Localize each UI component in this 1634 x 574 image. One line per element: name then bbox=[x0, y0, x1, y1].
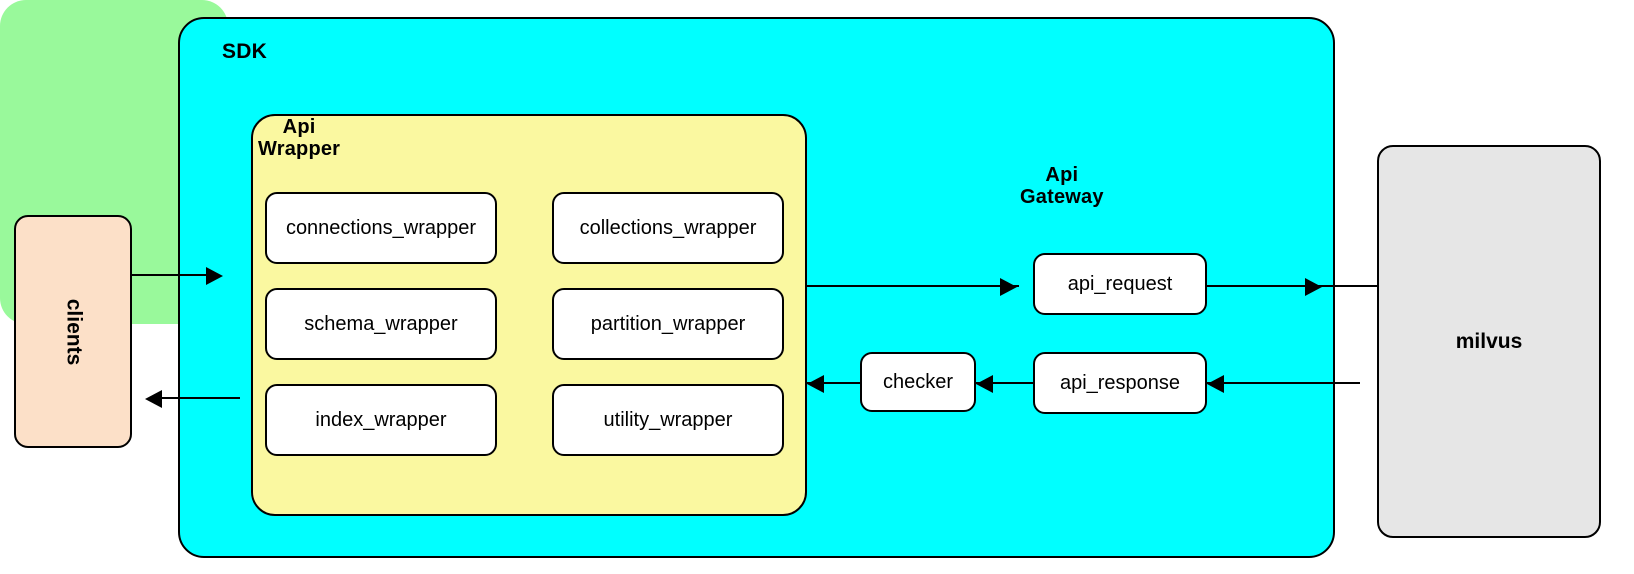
node-utility-wrapper[interactable]: utility_wrapper bbox=[552, 384, 784, 456]
edge-sdk-to-clients bbox=[162, 397, 240, 399]
arrowhead-milvus-to-api-response-icon bbox=[1207, 375, 1224, 393]
edge-api-response-to-checker bbox=[976, 382, 1033, 384]
arrowhead-sdk-to-clients-icon bbox=[145, 390, 162, 408]
node-collections-wrapper[interactable]: collections_wrapper bbox=[552, 192, 784, 264]
arrowhead-api-response-to-checker-icon bbox=[976, 375, 993, 393]
edge-milvus-to-api-response bbox=[1207, 382, 1360, 384]
node-schema-wrapper[interactable]: schema_wrapper bbox=[265, 288, 497, 360]
sdk-label: SDK bbox=[222, 40, 267, 63]
arrowhead-api-wrapper-to-gateway-icon bbox=[1000, 278, 1017, 296]
edge-api-wrapper-to-gateway bbox=[807, 285, 1019, 287]
node-partition-wrapper[interactable]: partition_wrapper bbox=[552, 288, 784, 360]
node-index-wrapper[interactable]: index_wrapper bbox=[265, 384, 497, 456]
api-wrapper-label: Api Wrapper bbox=[258, 116, 341, 161]
api-gateway-label: Api Gateway bbox=[1020, 164, 1104, 209]
node-api-request[interactable]: api_request bbox=[1033, 253, 1207, 315]
edge-api-request-to-milvus bbox=[1207, 285, 1377, 287]
arrowhead-checker-to-api-wrapper-icon bbox=[807, 375, 824, 393]
node-connections-wrapper[interactable]: connections_wrapper bbox=[265, 192, 497, 264]
edge-clients-to-sdk bbox=[132, 274, 212, 276]
node-checker[interactable]: checker bbox=[860, 352, 976, 412]
clients-label: clients bbox=[16, 217, 130, 446]
clients-node[interactable]: clients bbox=[14, 215, 132, 448]
arrowhead-api-request-to-milvus-icon bbox=[1305, 278, 1322, 296]
clients-label-text: clients bbox=[62, 298, 85, 365]
arrowhead-clients-to-sdk-icon bbox=[206, 267, 223, 285]
milvus-node[interactable]: milvus bbox=[1377, 145, 1601, 538]
edge-checker-to-api-wrapper bbox=[807, 382, 860, 384]
node-api-response[interactable]: api_response bbox=[1033, 352, 1207, 414]
